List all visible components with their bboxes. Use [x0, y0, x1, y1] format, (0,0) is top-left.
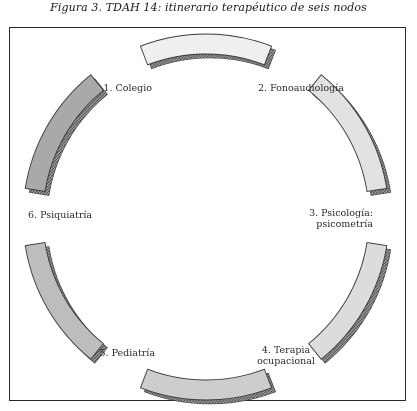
node-5-label: 5. Pediatría	[99, 348, 155, 359]
node-6-segment	[24, 74, 105, 193]
node-4-label-line-1: 4. Terapia	[262, 345, 311, 356]
node-1-segment	[139, 33, 273, 66]
node-5-segment	[24, 241, 105, 360]
node-3-label-line-2: psicometría	[316, 219, 373, 230]
node-1-label: 1. Colegio	[103, 83, 152, 94]
node-4-label-line-2: ocupacional	[257, 356, 315, 367]
node-2-label-line-1: 2. Fonoaudiología	[258, 83, 344, 94]
node-4-segment	[139, 368, 273, 401]
node-6-label-line-1: 6. Psiquiatría	[28, 210, 92, 221]
node-5-label-line-1: 5. Pediatría	[99, 348, 155, 359]
node-6-label: 6. Psiquiatría	[28, 210, 92, 221]
node-3-label: 3. Psicología:psicometría	[309, 208, 373, 230]
node-1-label-line-1: 1. Colegio	[103, 83, 152, 94]
figure-caption: Figura 3. TDAH 14: itinerario terapéutic…	[50, 1, 367, 14]
node-2-segment	[307, 74, 388, 193]
node-3-segment	[307, 241, 388, 360]
node-3-label-line-1: 3. Psicología:	[309, 208, 373, 219]
node-2-label: 2. Fonoaudiología	[258, 83, 344, 94]
